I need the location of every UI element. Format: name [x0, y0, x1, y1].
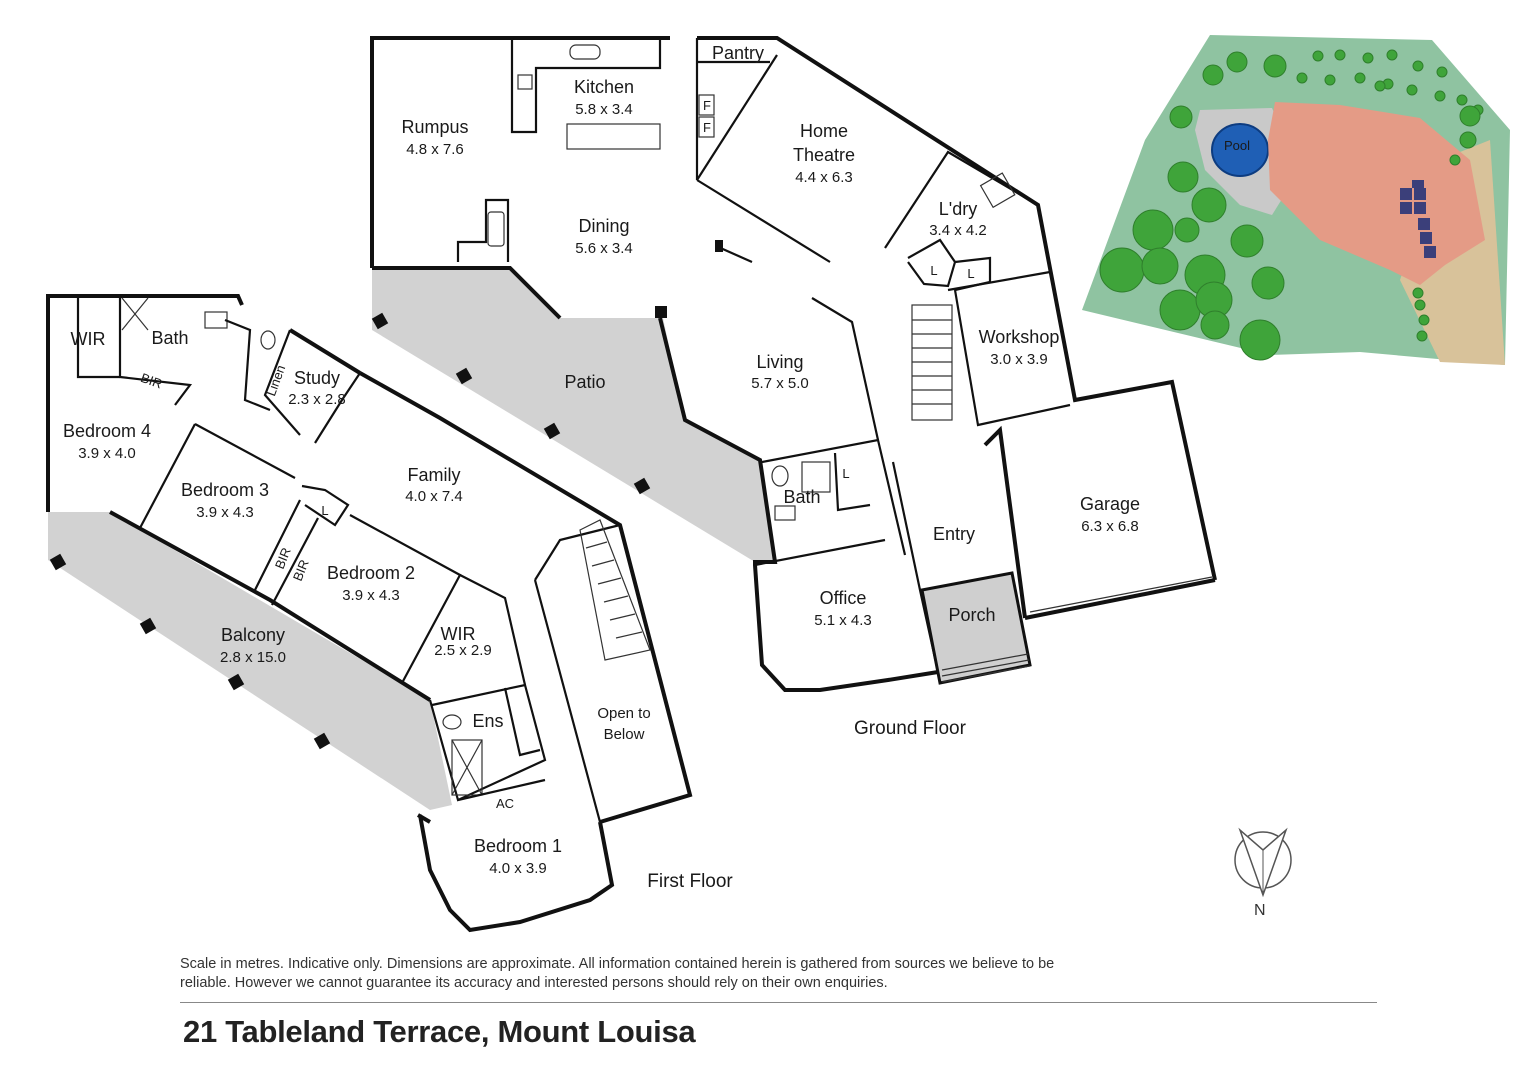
ac-label: AC — [496, 796, 514, 811]
living-dims: 5.7 x 5.0 — [751, 375, 809, 392]
site-trees — [1099, 49, 1484, 361]
bir-top-label: BIR — [139, 370, 164, 392]
dining-label: Dining — [578, 216, 629, 236]
laundry-dims: 3.4 x 4.2 — [929, 222, 987, 239]
bedroom2-dims: 3.9 x 4.3 — [342, 587, 400, 604]
pool-label: Pool — [1224, 138, 1250, 153]
divider — [180, 1002, 1377, 1003]
entry-label: Entry — [933, 524, 975, 544]
office-dims: 5.1 x 4.3 — [814, 612, 872, 629]
linen-mark-1: L — [930, 263, 937, 278]
open-to-below-label-2: Below — [604, 726, 645, 743]
wir-top-label: WIR — [71, 329, 106, 349]
solar-panels — [1400, 180, 1436, 258]
fridge-mark-2: F — [703, 120, 711, 135]
garage-label: Garage — [1080, 494, 1140, 514]
bedroom1-label: Bedroom 1 — [474, 836, 562, 856]
dining-dims: 5.6 x 3.4 — [575, 240, 633, 257]
bir-b-label: BIR — [290, 557, 312, 583]
study-dims: 2.3 x 2.8 — [288, 391, 346, 408]
bedroom3-dims: 3.9 x 4.3 — [196, 504, 254, 521]
ensuite-label: Ens — [472, 711, 503, 731]
first-floor-plan: WIR Bath BIR Linen Study 2.3 x 2.8 Bedro… — [46, 294, 733, 933]
workshop-label: Workshop — [979, 327, 1060, 347]
balcony-dims: 2.8 x 15.0 — [220, 649, 286, 666]
first-bath-label: Bath — [151, 328, 188, 348]
study-label: Study — [294, 368, 340, 388]
bedroom3-label: Bedroom 3 — [181, 480, 269, 500]
family-dims: 4.0 x 7.4 — [405, 488, 463, 505]
property-address: 21 Tableland Terrace, Mount Louisa — [183, 1014, 696, 1049]
site-pool — [1211, 123, 1269, 177]
ground-floor-plan: F F L L L — [370, 36, 1217, 739]
ground-floor-label: Ground Floor — [854, 718, 967, 739]
ground-stairs — [911, 304, 953, 421]
bedroom4-dims: 3.9 x 4.0 — [78, 445, 136, 462]
laundry-label: L'dry — [939, 199, 977, 219]
office-label: Office — [820, 588, 867, 608]
linen-label: Linen — [263, 363, 288, 398]
living-label: Living — [756, 352, 803, 372]
family-label: Family — [408, 465, 461, 485]
bedroom2-label: Bedroom 2 — [327, 563, 415, 583]
garage-dims: 6.3 x 6.8 — [1081, 518, 1139, 535]
linen-cupboard-label: L — [321, 503, 328, 518]
patio-area — [372, 268, 775, 562]
kitchen-dims: 5.8 x 3.4 — [575, 101, 633, 118]
first-floor-label: First Floor — [647, 871, 733, 892]
pantry-label: Pantry — [712, 43, 764, 63]
porch-label: Porch — [948, 605, 995, 625]
rumpus-label: Rumpus — [401, 117, 468, 137]
wir-dims: 2.5 x 2.9 — [434, 642, 492, 659]
home-theatre-label-1: Home — [800, 121, 848, 141]
porch-area — [920, 571, 1032, 685]
disclaimer-text: Scale in metres. Indicative only. Dimens… — [180, 956, 1055, 991]
kitchen-label: Kitchen — [574, 77, 634, 97]
north-letter: N — [1254, 902, 1266, 919]
home-theatre-label-2: Theatre — [793, 145, 855, 165]
site-plan: Pool — [1082, 35, 1510, 365]
balcony-area — [48, 512, 452, 810]
workshop-dims: 3.0 x 3.9 — [990, 351, 1048, 368]
home-theatre-dims: 4.4 x 6.3 — [795, 169, 853, 186]
patio-label: Patio — [564, 372, 605, 392]
balcony-label: Balcony — [221, 625, 285, 645]
bedroom1-dims: 4.0 x 3.9 — [489, 860, 547, 877]
fridge-mark-1: F — [703, 98, 711, 113]
linen-mark-2: L — [967, 266, 974, 281]
bedroom4-label: Bedroom 4 — [63, 421, 151, 441]
linen-mark-3: L — [842, 466, 849, 481]
first-stairs — [579, 519, 651, 661]
rumpus-dims: 4.8 x 7.6 — [406, 141, 464, 158]
ground-bath-label: Bath — [783, 487, 820, 507]
open-to-below-label-1: Open to — [597, 705, 650, 722]
wir-label: WIR — [441, 624, 476, 644]
north-arrow-icon — [1234, 827, 1292, 898]
